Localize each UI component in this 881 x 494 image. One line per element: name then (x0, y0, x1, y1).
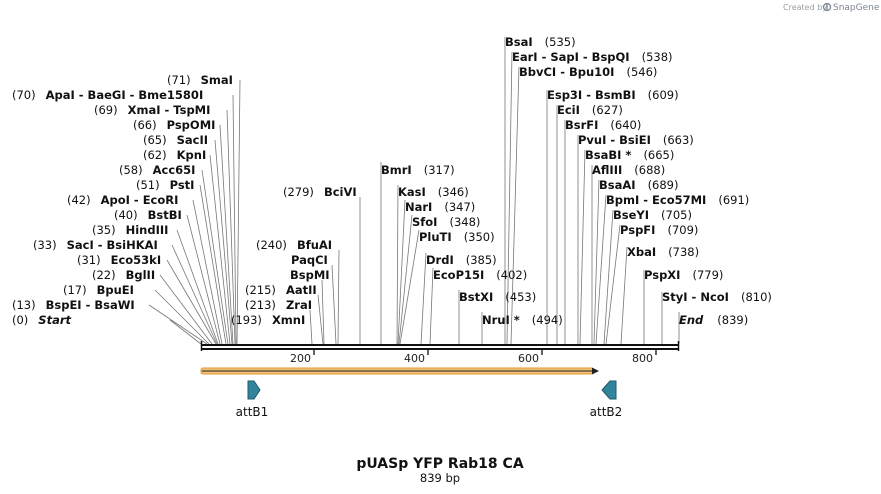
site-label[interactable]: EarI - SapI - BspQI(538) (512, 50, 673, 64)
site-label[interactable]: (40)BstBI (114, 208, 182, 222)
site-label[interactable]: (240)BfuAI (256, 238, 332, 252)
site-label[interactable]: PspFI(709) (620, 223, 698, 237)
site-label[interactable]: (69)XmaI - TspMI (94, 103, 210, 117)
feature-label-attb2: attB2 (590, 405, 623, 419)
site-label[interactable]: BspMI (290, 268, 330, 282)
map-length: 839 bp (420, 471, 460, 485)
site-label[interactable]: PvuI - BsiEI(663) (578, 133, 694, 147)
site-label[interactable]: PluTI(350) (419, 230, 495, 244)
site-label[interactable]: DrdI(385) (426, 253, 497, 267)
site-label[interactable]: (70)ApaI - BaeGI - Bme1580I (12, 88, 203, 102)
tick-label-800: 800 (632, 352, 653, 365)
site-label[interactable]: BsaI(535) (505, 35, 576, 49)
site-label[interactable]: EciI(627) (557, 103, 623, 117)
site-label[interactable]: (51)PstI (136, 178, 194, 192)
feature-attb1[interactable]: attB1 (236, 380, 269, 419)
orf-arrow[interactable] (200, 367, 599, 375)
site-label[interactable]: (35)HindIII (92, 223, 168, 237)
site-label[interactable]: (13)BspEI - BsaWI (12, 298, 135, 312)
snapgene-logo-icon (822, 2, 832, 12)
site-label[interactable]: PspXI(779) (644, 268, 723, 282)
site-label[interactable]: BstXI(453) (459, 290, 536, 304)
site-label[interactable]: (33)SacI - BsiHKAI (33, 238, 158, 252)
restriction-site-labels: (0)Start (13)BspEI - BsaWI (17)BpuEI (22… (12, 35, 772, 327)
site-label[interactable]: StyI - NcoI(810) (662, 290, 772, 304)
site-label[interactable]: (71)SmaI (167, 73, 233, 87)
site-label[interactable]: BpmI - Eco57MI(691) (606, 193, 749, 207)
site-label[interactable]: BseYI(705) (613, 208, 692, 222)
site-label[interactable]: BsaBI *(665) (585, 148, 674, 162)
site-label[interactable]: BmrI(317) (381, 163, 455, 177)
site-label[interactable]: (66)PspOMI (133, 118, 215, 132)
site-label[interactable]: XbaI(738) (627, 245, 699, 259)
site-label[interactable]: BsaAI(689) (599, 178, 679, 192)
credit-prefix: Created by (783, 3, 827, 12)
site-label[interactable]: (42)ApoI - EcoRI (67, 193, 178, 207)
site-label[interactable]: (22)BglII (92, 268, 155, 282)
site-label[interactable]: End(839) (679, 313, 748, 327)
site-label[interactable]: (31)Eco53kI (77, 253, 161, 267)
sequence-backbone (200, 341, 680, 355)
tick-label-600: 600 (518, 352, 539, 365)
site-label[interactable]: (62)KpnI (143, 148, 206, 162)
credit-brand: SnapGene (833, 3, 880, 13)
site-label[interactable]: NruI *(494) (482, 313, 563, 327)
site-label[interactable]: (215)AatII (245, 283, 317, 297)
site-label[interactable]: (65)SacII (143, 133, 208, 147)
site-label[interactable]: BsrFI(640) (565, 118, 641, 132)
site-label[interactable]: KasI(346) (398, 185, 469, 199)
site-label[interactable]: (0)Start (12, 313, 72, 327)
site-label[interactable]: NarI(347) (405, 200, 475, 214)
feature-attb2[interactable]: attB2 (590, 380, 623, 419)
site-label[interactable]: Esp3I - BsmBI(609) (547, 88, 679, 102)
site-label[interactable]: (17)BpuEI (63, 283, 134, 297)
site-label[interactable]: (58)Acc65I (119, 163, 195, 177)
site-label[interactable]: AflIII(688) (592, 163, 665, 177)
site-label[interactable]: (279)BciVI (283, 185, 357, 199)
feature-label-attb1: attB1 (236, 405, 269, 419)
site-label[interactable]: PaqCI (291, 253, 328, 267)
map-title: pUASp YFP Rab18 CA (356, 456, 523, 472)
site-label[interactable]: SfoI(348) (412, 215, 480, 229)
site-label[interactable]: BbvCI - Bpu10I(546) (519, 65, 657, 79)
site-label[interactable]: (213)ZraI (245, 298, 312, 312)
site-label[interactable]: EcoP15I(402) (433, 268, 527, 282)
site-label[interactable]: (193)XmnI (231, 313, 305, 327)
tick-label-400: 400 (404, 352, 425, 365)
tick-label-200: 200 (290, 352, 311, 365)
leader-lines (148, 37, 680, 345)
